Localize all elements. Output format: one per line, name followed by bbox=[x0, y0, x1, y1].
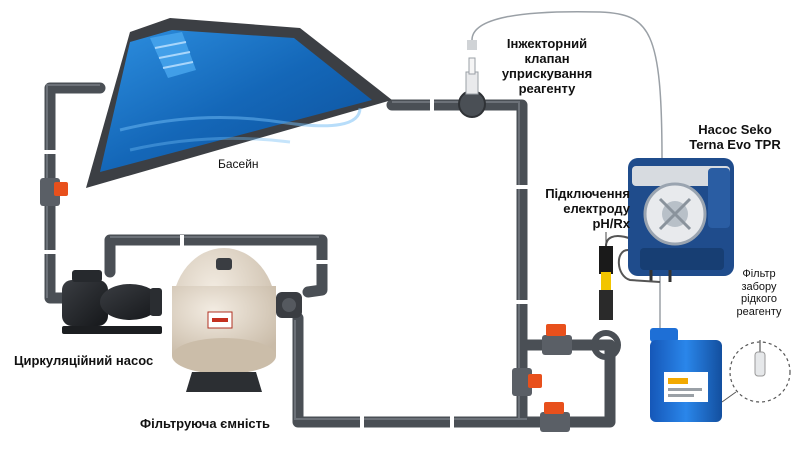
electrode-label-line2: електроду bbox=[563, 200, 630, 216]
ph-rx-electrode bbox=[591, 235, 651, 360]
pipe-filter-return bbox=[292, 312, 536, 428]
pool bbox=[86, 18, 392, 188]
suction-label-line1: Фільтр bbox=[742, 268, 776, 280]
circulation-pump-label: Циркуляційний насос bbox=[14, 353, 154, 368]
filter-tank-label: Фільтруюча ємність bbox=[140, 416, 271, 431]
circulation-pump bbox=[62, 270, 162, 334]
seko-label-line1: Насос Seko bbox=[698, 122, 772, 137]
filter-tank bbox=[172, 248, 302, 392]
valve-bypass-top bbox=[542, 324, 572, 355]
suction-filter-detail bbox=[721, 340, 791, 403]
injector-valve-label: Інжекторний клапан уприскування реагенту bbox=[492, 36, 602, 97]
dosing-tube bbox=[471, 10, 663, 161]
seko-label-line2: Terna Evo TPR bbox=[689, 136, 781, 152]
injector-label-line4: реагенту bbox=[518, 80, 576, 96]
electrode-label-line1: Підключення bbox=[545, 186, 630, 201]
pool-water bbox=[100, 30, 372, 172]
suction-label-line2: забору bbox=[741, 280, 777, 293]
injector-valve bbox=[458, 40, 486, 118]
injector-label-line1: Інжекторний bbox=[506, 36, 588, 51]
pipe-return-riser bbox=[386, 99, 528, 428]
seko-pump-label: Насос Seko Terna Evo TPR bbox=[680, 122, 790, 153]
pool-label: Басейн bbox=[218, 157, 259, 171]
electrode-cable bbox=[617, 249, 661, 283]
valve-return bbox=[512, 368, 542, 396]
flow-markers bbox=[42, 99, 529, 428]
electrode-label: Підключення електроду pH/Rx bbox=[534, 186, 630, 232]
seko-dosing-pump bbox=[628, 158, 734, 282]
injector-label-line2: клапан bbox=[524, 50, 570, 66]
suction-label-line4: реагенту bbox=[736, 305, 782, 318]
valve-left bbox=[40, 178, 68, 206]
pipe-highlights bbox=[46, 84, 527, 420]
injector-label-line3: уприскування bbox=[501, 65, 593, 81]
suction-label-line3: рідкого bbox=[741, 293, 777, 306]
electrode-label-line3: pH/Rx bbox=[592, 215, 630, 231]
reagent-canister bbox=[650, 328, 722, 422]
valve-bypass-bottom bbox=[540, 402, 570, 432]
suction-filter-label: Фільтр забору рідкого реагенту bbox=[726, 268, 792, 319]
pipe-pump-to-filter bbox=[104, 234, 328, 298]
